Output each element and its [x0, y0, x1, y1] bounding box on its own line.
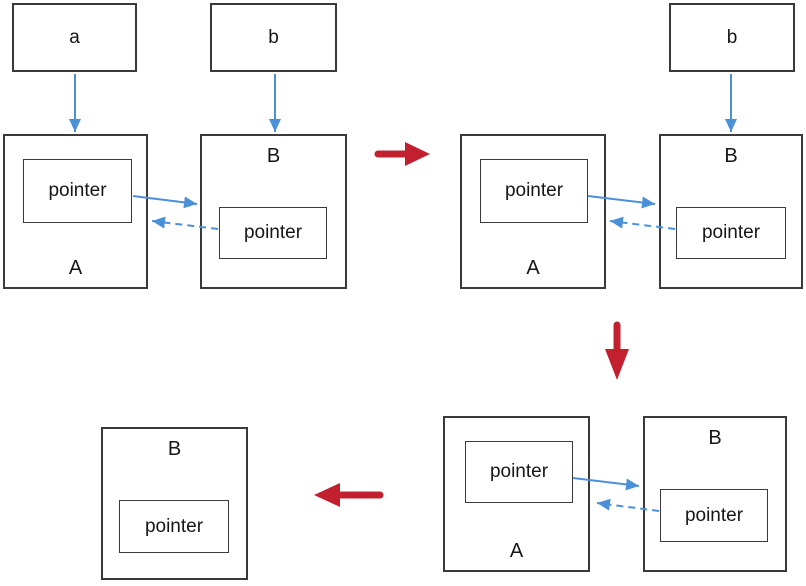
step2-pointer-in-a-label: pointer — [504, 180, 564, 201]
step4-object-b-label: B — [167, 438, 182, 460]
step2-pointer-in-b-label: pointer — [701, 222, 761, 243]
step3-pointer-in-a-label: pointer — [489, 461, 549, 482]
step4-pointer-in-b-label: pointer — [144, 515, 204, 537]
step2-var-b-label: b — [726, 26, 738, 48]
step1-var-a-label: a — [69, 26, 80, 48]
step1-var-a-box: a — [12, 3, 137, 72]
transition-arrow-left-icon — [314, 483, 384, 507]
step2-object-b-label: B — [724, 145, 738, 167]
step1-object-b-label: B — [266, 145, 281, 167]
step1-pointer-in-a-label: pointer — [48, 180, 107, 201]
step3-pointer-in-a-box: pointer — [465, 441, 573, 503]
transition-arrow-right-icon — [374, 142, 430, 166]
step3-pointer-in-b-box: pointer — [660, 489, 768, 542]
step2-pointer-in-a-box: pointer — [480, 159, 588, 223]
step4-pointer-in-b-box: pointer — [119, 500, 229, 553]
step1-pointer-in-a-box: pointer — [23, 159, 132, 223]
step1-pointer-in-b-box: pointer — [219, 207, 327, 259]
step2-pointer-in-b-box: pointer — [676, 207, 786, 259]
step1-var-b-box: b — [210, 3, 337, 72]
step3-pointer-in-b-label: pointer — [684, 504, 744, 526]
step2-var-b-box: b — [669, 3, 795, 72]
step1-object-a-label: A — [68, 257, 83, 279]
step2-object-a-label: A — [526, 257, 540, 279]
step1-pointer-in-b-label: pointer — [243, 222, 303, 243]
transition-arrow-down-icon — [605, 321, 629, 380]
step1-var-b-label: b — [268, 26, 279, 48]
step3-object-a-label: A — [509, 540, 524, 562]
step3-object-b-label: B — [708, 427, 722, 449]
